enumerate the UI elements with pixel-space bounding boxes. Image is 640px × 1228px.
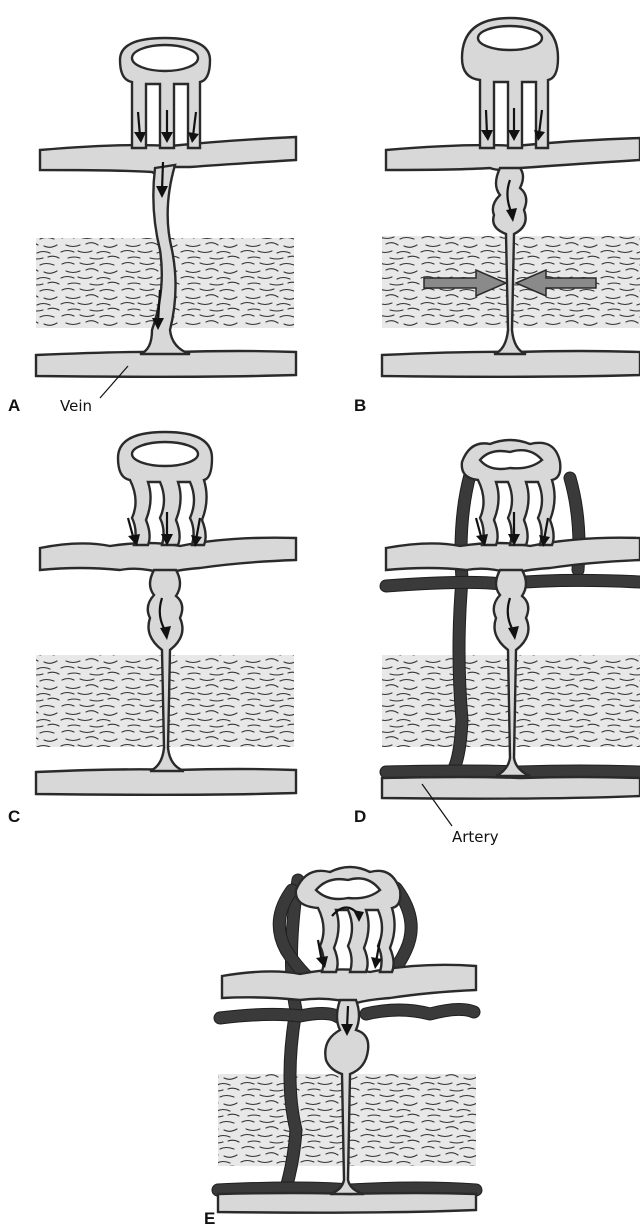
panel-label-c: C xyxy=(8,807,20,826)
loop-lumen xyxy=(132,442,198,466)
loop-lumen xyxy=(478,26,542,50)
panel-label-a: A xyxy=(8,396,20,415)
bottom-vein xyxy=(382,777,640,799)
panel-label-e: E xyxy=(204,1209,215,1228)
panel-c: C xyxy=(8,432,296,826)
top-vein xyxy=(222,965,476,1004)
panel-e: E xyxy=(204,867,476,1228)
panel-a: A Vein xyxy=(8,38,296,415)
panel-d: D Artery xyxy=(354,440,640,846)
panel-label-d: D xyxy=(354,807,366,826)
loop-lumen xyxy=(316,878,380,899)
artery-label: Artery xyxy=(452,828,499,846)
bottom-vein xyxy=(218,1193,476,1213)
panel-label-b: B xyxy=(354,396,366,415)
vein-label: Vein xyxy=(60,397,92,415)
loop-lumen xyxy=(132,45,198,71)
loop-lumen xyxy=(480,450,542,469)
panel-b: B xyxy=(354,18,640,415)
bottom-vein xyxy=(36,769,296,795)
